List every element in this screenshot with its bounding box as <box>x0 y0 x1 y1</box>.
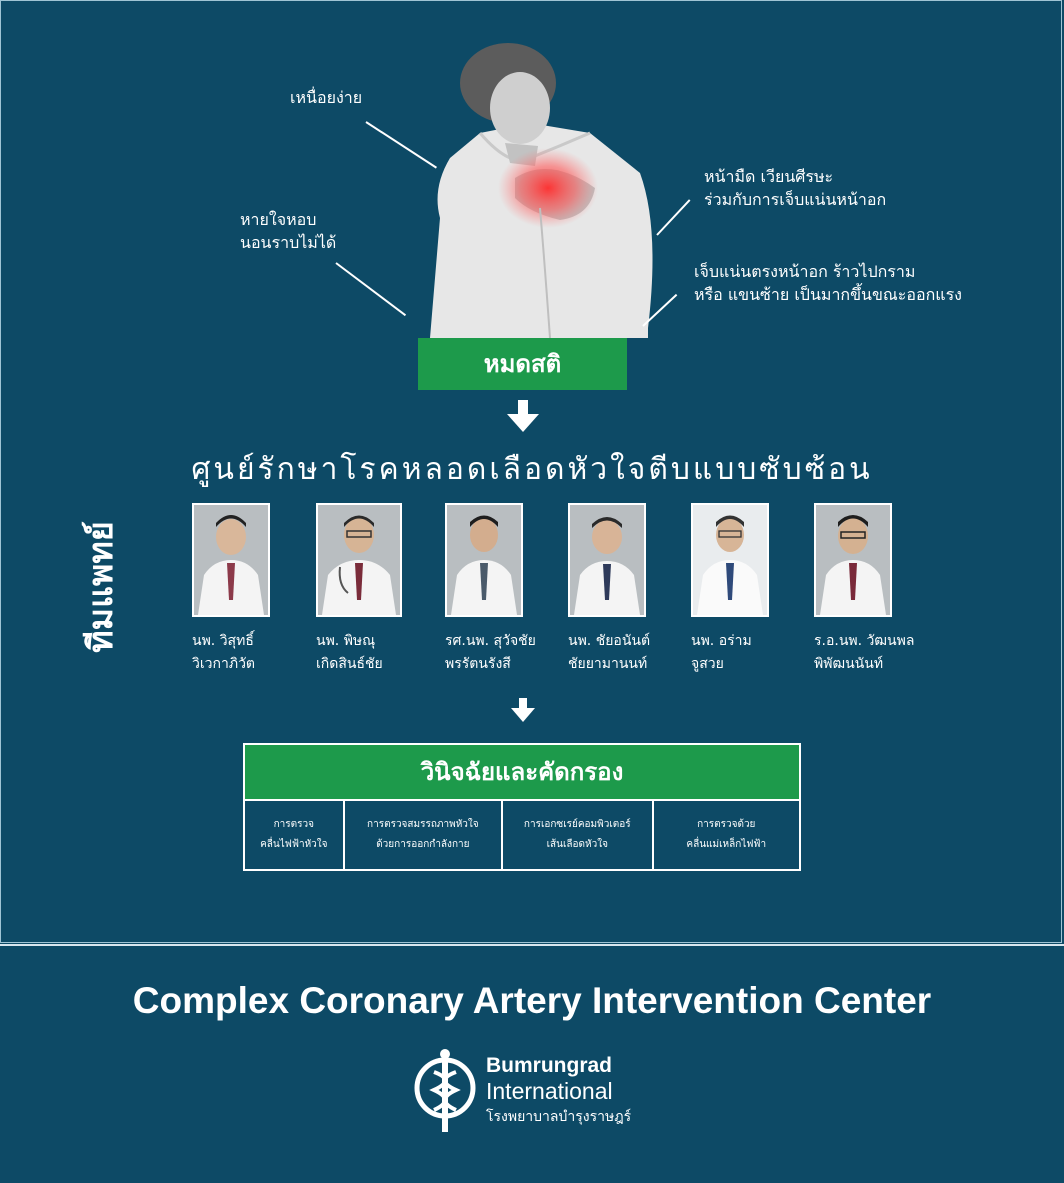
symptom-pain-line2: หรือ แขนซ้าย เป็นมากขึ้นขณะออกแรง <box>694 285 962 304</box>
doctor-photo <box>445 503 523 617</box>
symptom-breath-line2: นอนราบไม่ได้ <box>240 233 337 252</box>
doctor-name: นพ. พิษณุเกิดสินธ์ชัย <box>316 633 383 672</box>
doctor-name: นพ. อร่ามจูสวย <box>691 633 752 672</box>
symptom-dizzy-line1: หน้ามืด เวียนศีรษะ <box>704 167 834 186</box>
diagnosis-tests: การตรวจคลื่นไฟฟ้าหัวใจ การตรวจสมรรถภาพหั… <box>245 801 799 869</box>
doctor-name: ร.อ.นพ. วัฒนพลพิพัฒนนันท์ <box>814 633 915 672</box>
fainting-box: หมดสติ <box>418 338 627 390</box>
diagnosis-table: วินิจฉัยและคัดกรอง การตรวจคลื่นไฟฟ้าหัวใ… <box>243 743 801 871</box>
doctor-name: รศ.นพ. สุวัจชัยพรรัตนรังสี <box>445 633 536 672</box>
arrow-down-icon <box>511 698 535 722</box>
footer-panel <box>0 944 1064 1183</box>
logo-name-bold: Bumrungrad <box>486 1054 612 1077</box>
test-cell: การตรวจสมรรถภาพหัวใจด้วยการออกกำลังกาย <box>345 801 504 869</box>
top-panel <box>0 0 1062 943</box>
center-english-title: Complex Coronary Artery Intervention Cen… <box>132 980 932 1021</box>
doctor-photo <box>691 503 769 617</box>
doctor-name: นพ. วิสุทธิ์วิเวกาภิวัต <box>192 633 256 672</box>
symptom-breath-line1: หายใจหอบ <box>240 210 317 229</box>
test-cell: การเอกซเรย์คอมพิวเตอร์เส้นเลือดหัวใจ <box>503 801 654 869</box>
hospital-logo: Bumrungrad International โรงพยาบาลบำรุงร… <box>412 1048 652 1134</box>
logo-name: International <box>486 1078 613 1104</box>
test-cell: การตรวจด้วยคลื่นแม่เหล็กไฟฟ้า <box>686 819 767 850</box>
center-title: ศูนย์รักษาโรคหลอดเลือดหัวใจตีบแบบซับซ้อน <box>191 452 873 487</box>
doctor-name: นพ. ชัยอนันต์ชัยยามานนท์ <box>568 633 651 672</box>
doctor-photo <box>316 503 402 617</box>
arrow-down-icon <box>507 400 539 432</box>
symptom-fatigue: เหนื่อยง่าย <box>290 88 363 107</box>
doctor-photo <box>568 503 646 617</box>
doctor-photo <box>814 503 892 617</box>
symptom-dizzy-line2: ร่วมกับการเจ็บแน่นหน้าอก <box>704 190 887 209</box>
logo-thai-name: โรงพยาบาลบำรุงราษฎร์ <box>486 1109 632 1125</box>
test-cell: การตรวจคลื่นไฟฟ้าหัวใจ <box>245 801 345 869</box>
symptom-pain-line1: เจ็บแน่นตรงหน้าอก ร้าวไปกราม <box>694 262 916 281</box>
diagnosis-title: วินิจฉัยและคัดกรอง <box>245 745 799 801</box>
team-label: ทีมแพทย์ <box>81 521 121 653</box>
doctor-photo <box>192 503 270 617</box>
patient-illustration <box>430 43 653 338</box>
caduceus-logo-icon <box>414 1049 476 1132</box>
